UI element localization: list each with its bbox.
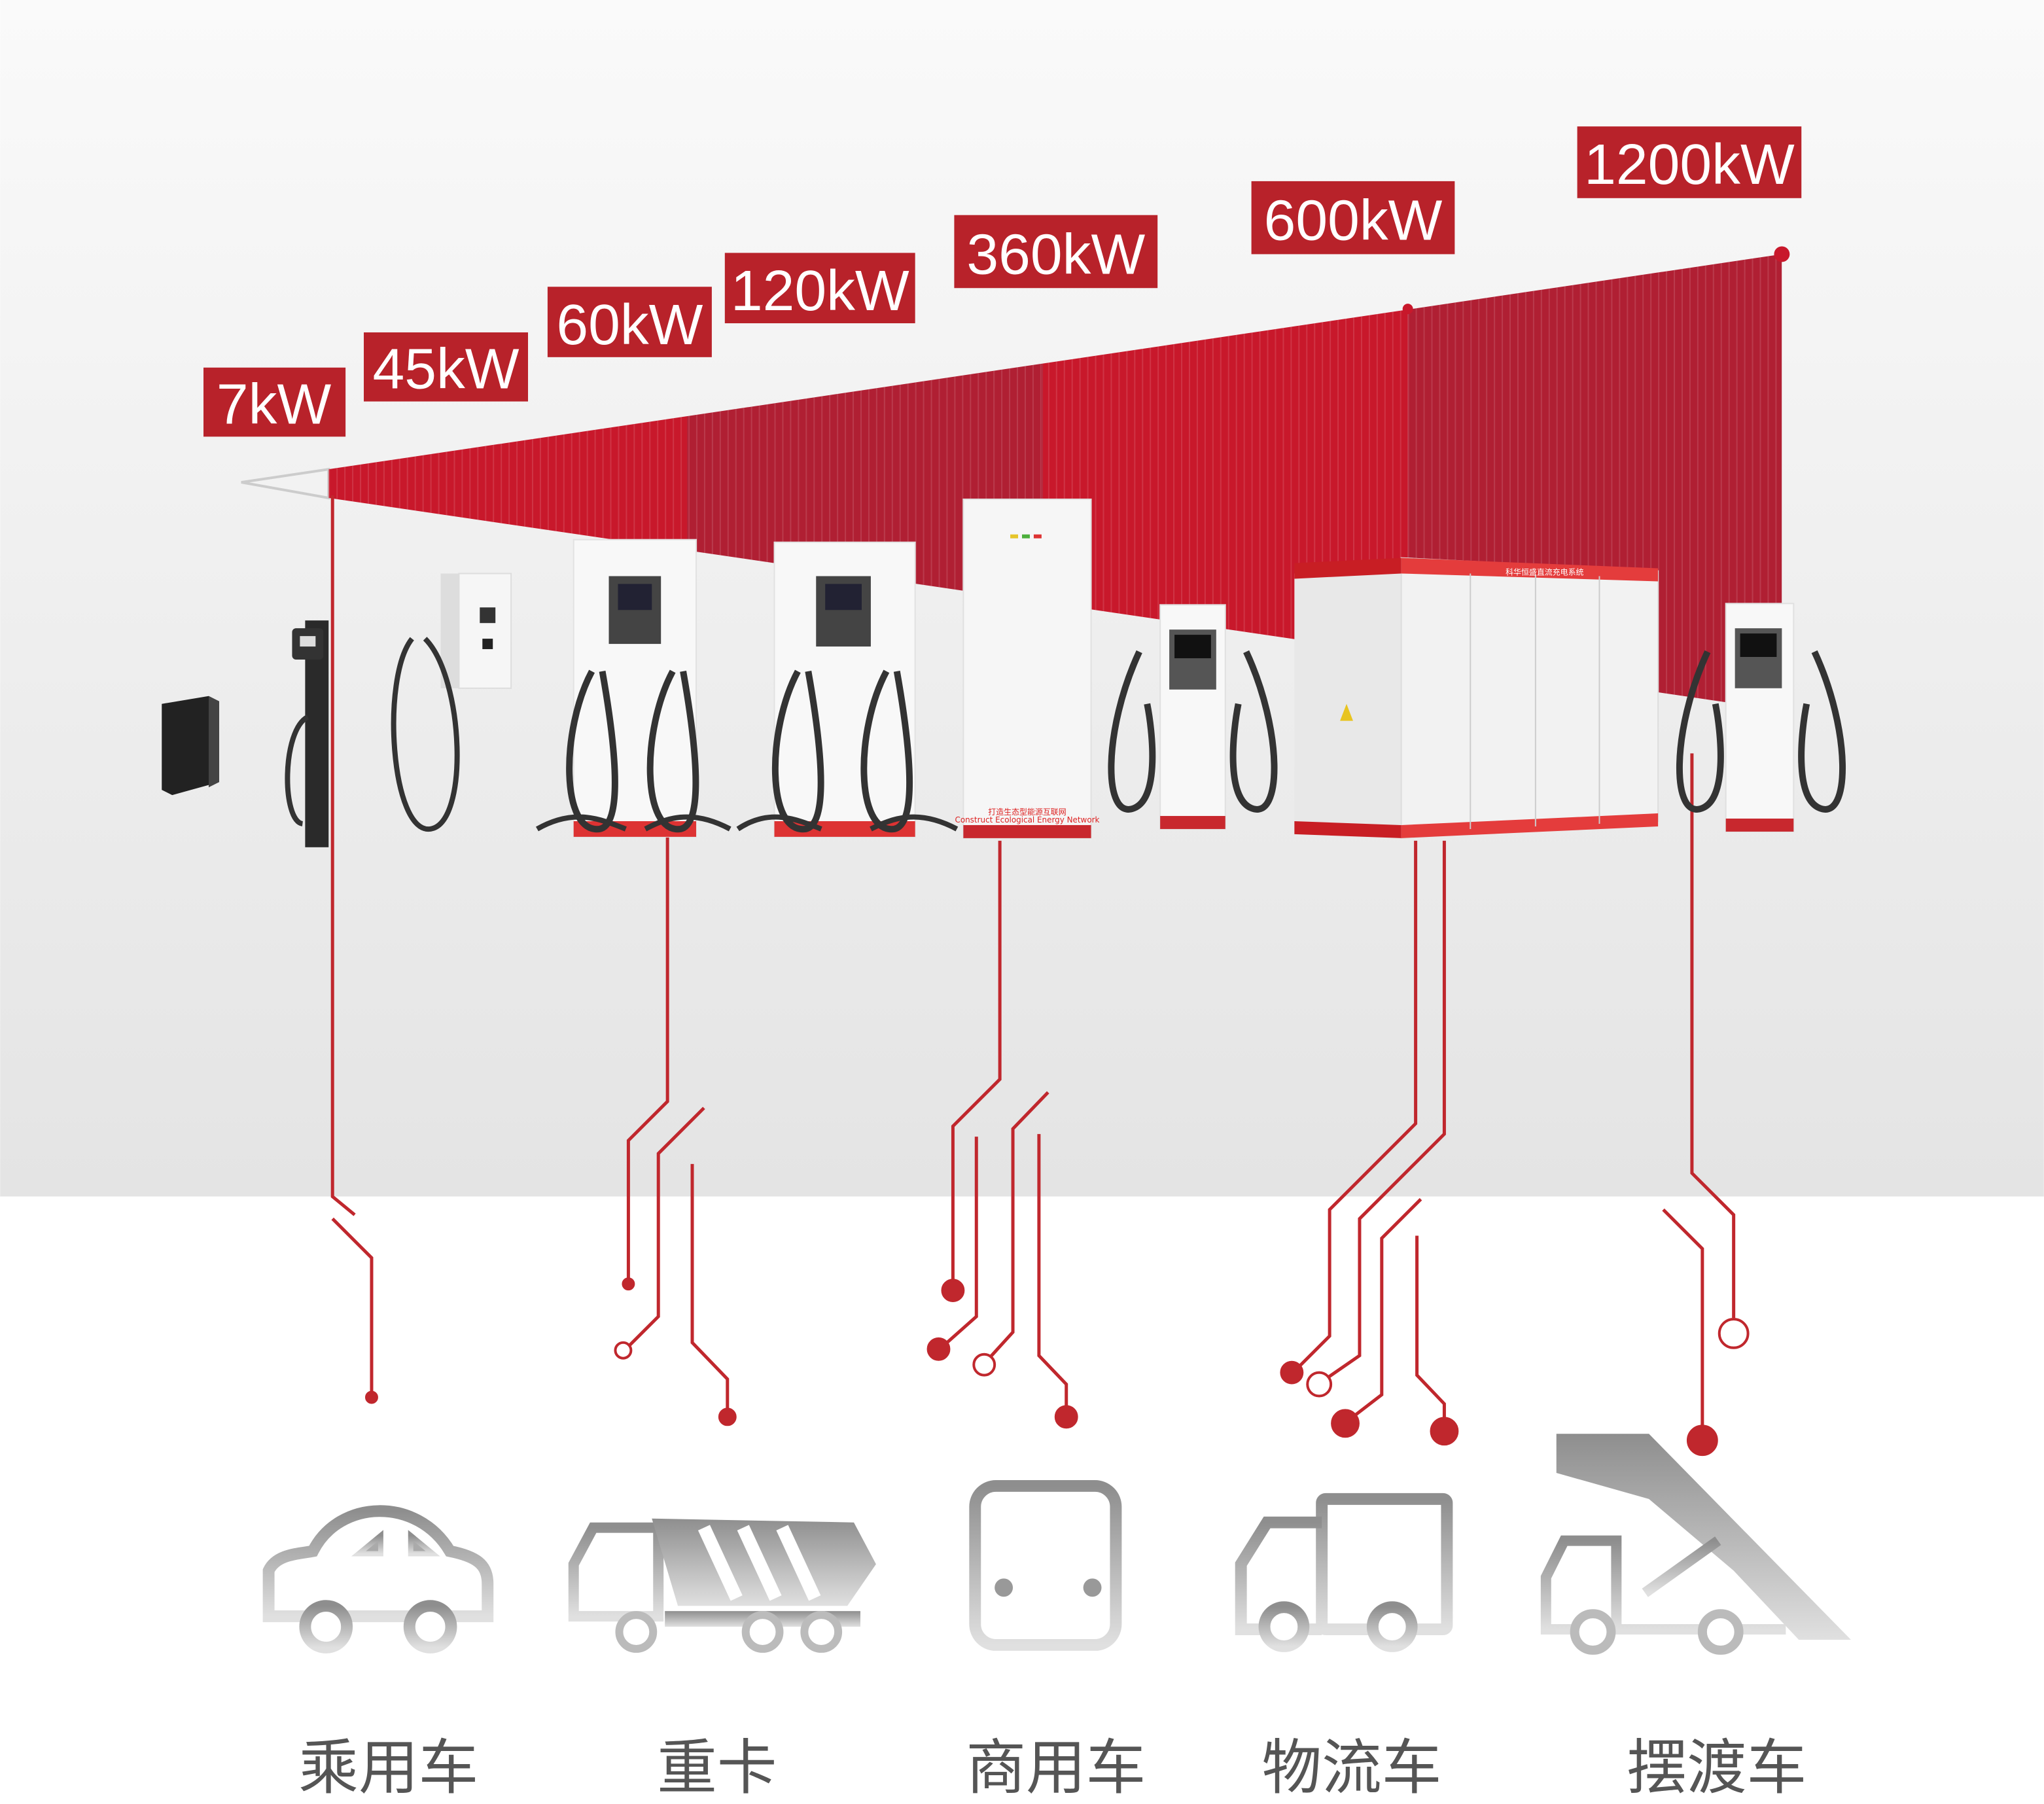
- power-label: 7kW: [203, 367, 346, 437]
- power-label: 45kW: [364, 332, 529, 402]
- vehicle-label-shuttle-vehicle: 摆渡车: [1627, 1733, 1806, 1803]
- warning-icon: [1340, 703, 1353, 721]
- airport-stair-truck-icon: [1540, 1434, 1851, 1655]
- power-label-text: 1200kW: [1584, 132, 1795, 196]
- bus-icon: [969, 1479, 1122, 1651]
- wedge-point: [1402, 304, 1413, 315]
- product-120kw-charger: [736, 541, 959, 838]
- slogan-en: Construct Ecological Energy Network: [955, 815, 1099, 824]
- power-label-text: 360kW: [966, 222, 1145, 286]
- product-1200kw-charger: [1676, 603, 1846, 832]
- product-600kw-charger: [1108, 604, 1278, 830]
- heavy-truck-icon: [568, 1518, 876, 1653]
- vehicle-label-passenger-car: 乘用车: [298, 1733, 478, 1803]
- power-label: 60kW: [547, 287, 712, 357]
- wedge-point: [1774, 246, 1790, 262]
- product-45kw-charger: [391, 573, 512, 832]
- power-label-text: 7kW: [217, 372, 332, 436]
- slogan-cn: 打造生态型能源互联网: [988, 807, 1066, 817]
- connector-lines: [330, 495, 1736, 1428]
- vehicle-label-commercial-vehicle: 商用车: [966, 1733, 1146, 1803]
- power-label-text: 600kW: [1264, 188, 1443, 253]
- power-label-text: 60kW: [556, 292, 703, 357]
- vehicle-label-heavy-truck: 重卡: [657, 1733, 777, 1803]
- product-power-cabinet: 科华恒盛直流充电系统: [1294, 557, 1659, 839]
- product-7kw-module: [162, 696, 219, 796]
- power-label: 600kW: [1251, 181, 1455, 255]
- connector-dots: [365, 1277, 1750, 1457]
- product-7kw-wallbox: [285, 620, 329, 847]
- cabinet-title: 科华恒盛直流充电系统: [1506, 567, 1583, 576]
- power-label-text: 120kW: [731, 258, 909, 323]
- power-label: 120kW: [724, 253, 915, 324]
- car-icon: [262, 1505, 494, 1654]
- power-label: 360kW: [954, 215, 1158, 289]
- power-label-text: 45kW: [372, 337, 519, 401]
- vehicle-label-logistics-vehicle: 物流车: [1262, 1733, 1442, 1803]
- power-label: 1200kW: [1577, 126, 1802, 198]
- background-lower: [0, 1196, 2044, 1804]
- product-360kw-cabinet: 打造生态型能源互联网 Construct Ecological Energy N…: [955, 498, 1100, 839]
- power-labels: 7kW 45kW 60kW 120kW 360kW 600kW 1200kW: [203, 126, 1802, 437]
- product-60kw-charger: [535, 539, 731, 838]
- logistics-truck-icon: [1235, 1493, 1453, 1652]
